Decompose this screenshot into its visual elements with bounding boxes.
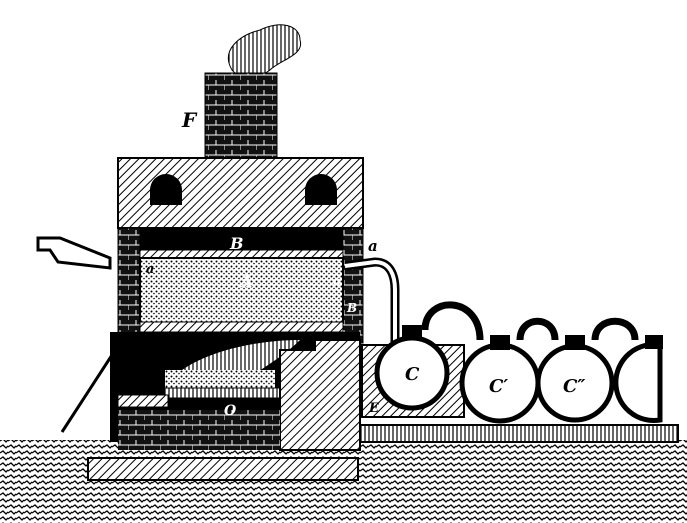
smoke [227,24,302,78]
label-delivery-pipe: a [368,237,378,255]
left-pipe [36,236,112,270]
label-chimney: F [181,108,198,132]
label-side-wall: B [346,301,357,315]
label-receiver-2: C′ [489,376,508,397]
right-wall [342,227,364,344]
retort [139,257,344,324]
arch-left [150,174,182,205]
label-retort-outlet: o [333,274,341,288]
label-water-bath: E [368,401,380,416]
label-receiver-1: C [405,364,420,385]
chimney [204,72,278,161]
fire-grate [164,387,281,399]
ash-pit-door [117,394,169,408]
poker [60,354,114,433]
receiver-3 [535,335,615,423]
shelf [359,424,679,443]
tube-2 [516,317,559,341]
arch-right [305,174,337,205]
receiver-4 [613,335,663,423]
tube-3 [591,317,639,341]
fuel-bed [165,370,275,388]
receiver-1 [374,325,450,411]
furnace-base [87,457,359,481]
label-retort-charge: A [238,272,252,291]
tube-1 [421,301,484,341]
ground [0,440,687,523]
label-left-pipe: a [146,262,154,277]
upper-chamber [140,228,343,253]
left-wall [117,227,141,344]
stair-brickwork [279,339,361,451]
retort-floor [139,321,344,333]
label-fire-grate: O [224,403,237,419]
label-upper-chamber: B [229,234,244,253]
lower-brick [118,410,280,450]
label-receiver-3: C″ [563,376,585,397]
